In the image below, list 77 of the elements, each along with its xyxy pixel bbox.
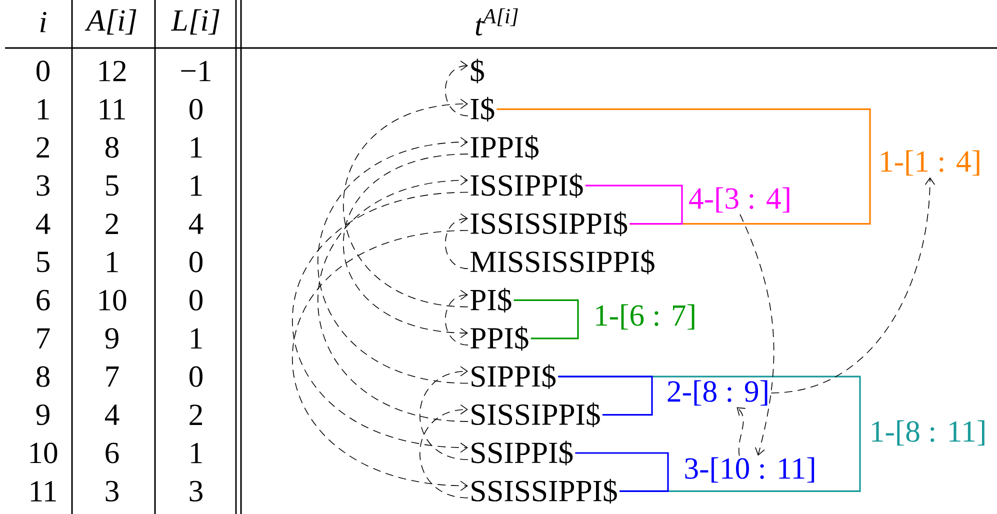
dashed-arrow	[444, 290, 468, 346]
dashed-arrow	[740, 214, 774, 456]
dashed-arrow	[342, 98, 468, 308]
table-entry: 11	[100, 99, 125, 120]
column-header: A[i]	[84, 9, 136, 35]
table-entry: 10	[30, 442, 58, 464]
dashed-arrow	[419, 404, 468, 498]
suffix-text: SSIPPI$	[472, 440, 573, 466]
suffix-text: ISSISSIPPI$	[470, 212, 628, 236]
table-entry: 6	[36, 290, 50, 310]
dashed-arrow	[317, 175, 468, 422]
suffix-text: $	[470, 58, 484, 84]
suffix-text: MISSISSIPPI$	[470, 250, 654, 274]
table-entry: 5	[37, 252, 50, 272]
table-entry: 3	[106, 480, 118, 502]
bracket-line	[558, 376, 653, 416]
table-entry: 2	[190, 404, 202, 425]
table-entry: 7	[37, 328, 50, 348]
bracket-line	[496, 108, 871, 225]
table-entry: 0	[190, 290, 203, 311]
dashed-arrow	[292, 230, 468, 491]
suffix-text: SIPPI$	[472, 364, 556, 389]
suffix-text: PI$	[470, 288, 512, 312]
table-entry: 1	[191, 328, 202, 349]
suffix-text: SISSIPPI$	[472, 402, 600, 428]
table-entry: 6	[106, 442, 119, 464]
interval-label: 2-[8 : 9]	[668, 380, 768, 406]
column-header: t$^{A[i]}$	[476, 8, 518, 36]
table-entry: 0	[190, 366, 203, 387]
interval-label: 1-[8 : 11]	[872, 420, 984, 446]
dashed-arrow	[292, 192, 468, 453]
table-entry: 4	[104, 404, 120, 425]
suffix-text: SSISSIPPI$	[472, 478, 617, 504]
table-entry: 7	[106, 366, 119, 387]
table-entry: 8	[106, 137, 119, 158]
column-header: i	[40, 12, 46, 32]
table-entry: 10	[99, 290, 126, 311]
bracket-line	[514, 299, 579, 340]
table-entry: 0	[190, 98, 203, 120]
bracket-line	[585, 184, 683, 225]
bracket-line	[575, 452, 669, 492]
table-entry: 2	[106, 214, 118, 234]
table-entry: 12	[99, 60, 126, 82]
table-entry: 8	[36, 366, 50, 387]
interval-label: 1-[6 : 7]	[596, 304, 694, 330]
table-entry: 4	[36, 214, 50, 234]
table-entry: 1	[191, 442, 202, 464]
table-entry: 1	[191, 175, 202, 196]
table-entry: 1	[191, 137, 202, 158]
table-entry: 9	[36, 404, 50, 426]
suffix-text: PPI$	[470, 326, 528, 351]
table-entry: 1	[107, 252, 118, 272]
interval-label: 3-[10 : 11]	[685, 457, 814, 483]
table-entry: 1	[38, 99, 49, 120]
table-entry: 0	[190, 252, 203, 272]
table-entry: 3	[36, 175, 50, 196]
interval-label: 1-[1 : 4]	[881, 150, 980, 176]
suffix-text: ISSIPPI$	[470, 173, 583, 198]
table-entry: 5	[106, 175, 118, 196]
suffix-text: IPPI$	[470, 135, 539, 160]
interval-label: 4-[3 : 4]	[689, 187, 790, 213]
dashed-arrow	[419, 366, 468, 460]
dashed-arrow	[444, 60, 468, 116]
table-entry: 9	[105, 328, 118, 349]
dashed-arrow	[317, 137, 468, 384]
table-entry: 3	[190, 480, 202, 502]
dashed-arrow	[444, 213, 468, 270]
table-entry: 0	[36, 60, 50, 82]
table-entry: 11	[30, 481, 56, 502]
dashed-arrow	[342, 154, 468, 338]
table-entry: 4	[188, 214, 204, 234]
dashed-arrow	[770, 177, 936, 394]
table-entry: 2	[36, 137, 49, 158]
dashed-arrow	[736, 407, 746, 456]
suffix-text: I$	[470, 96, 494, 122]
column-header: L[i]	[170, 9, 220, 35]
table-entry: −1	[181, 60, 210, 82]
